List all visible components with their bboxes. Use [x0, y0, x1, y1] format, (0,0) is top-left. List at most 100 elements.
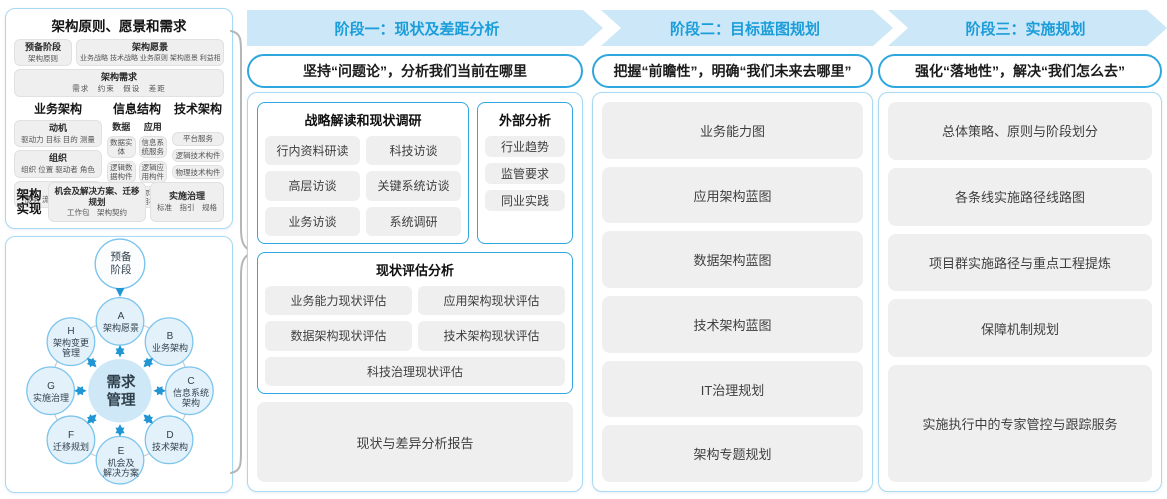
phase1-header-band: 阶段一：现状及差距分析 [247, 10, 603, 46]
center-circle-label: 需求 管理 [106, 374, 136, 409]
prep-circle-label: 预备 阶段 [110, 251, 132, 276]
logical-data-box: 逻辑数据构件 [107, 160, 136, 183]
application-subcolumn: 应用 信息系统服务 逻辑应用构件 物理应用构件 [138, 120, 167, 208]
node-letter: E [117, 446, 125, 458]
architecture-realization-row: 架构实现 机会及解决方案、迁移规划 工作包 架构契约 实施治理 标准 指引 规格 [14, 182, 224, 222]
phase3-content-panel: 总体策略、原则与阶段划分 各条线实施路径线路图 项目群实施路径与重点工程提炼 保… [878, 92, 1162, 492]
panel-title: 架构原则、愿景和需求 [51, 19, 187, 34]
data-subcolumn: 数据 数据实体 逻辑数据构件 物理数据构件 [107, 120, 136, 208]
phase1-content-panel: 战略解读和现状调研 行内资料研读 科技访谈 高层访谈 关键系统访谈 业务访谈 系… [247, 92, 583, 492]
info-system-service-box: 信息系统服务 [138, 135, 167, 158]
external-analysis-title: 外部分析 [498, 113, 551, 128]
arrow-center-h [86, 357, 97, 368]
list-item: 业务能力现状评估 [265, 286, 412, 316]
arrow-center-d [143, 414, 154, 424]
list-item: 架构专题规划 [602, 425, 863, 483]
phase2-subtitle: 把握“前瞻性”，明确“我们未来去哪里” [592, 54, 873, 88]
strategy-research-grid: 行内资料研读 科技访谈 高层访谈 关键系统访谈 业务访谈 系统调研 [265, 136, 461, 236]
list-item: 技术架构蓝图 [602, 296, 863, 353]
governance-body: 标准 指引 规格 [157, 202, 217, 212]
opportunities-migration-box: 机会及解决方案、迁移规划 工作包 架构契约 [48, 182, 146, 222]
node-circle-d [144, 415, 194, 465]
list-item: 业务能力图 [602, 102, 863, 159]
strategy-research-group: 战略解读和现状调研 行内资料研读 科技访谈 高层访谈 关键系统访谈 业务访谈 系… [257, 102, 469, 244]
list-item: 各条线实施路径线路图 [888, 167, 1152, 226]
node-label: 技术架构 [151, 441, 188, 452]
gap-analysis-report-box: 现状与差异分析报告 [257, 402, 573, 482]
node-letter: H [67, 326, 75, 338]
list-item: 同业实践 [485, 190, 565, 211]
phase3-header: 阶段三：实施规划 [965, 20, 1086, 38]
prep-phase-box: 预备阶段 架构原则 [14, 39, 72, 67]
external-analysis-list: 行业趋势 监管要求 同业实践 [485, 136, 565, 236]
list-item: 数据架构蓝图 [602, 231, 863, 289]
list-item: 行内资料研读 [265, 136, 360, 166]
list-item: 高层访谈 [265, 171, 360, 201]
strategy-research-title: 战略解读和现状调研 [304, 113, 422, 128]
node-letter: F [67, 430, 75, 442]
application-header: 应用 [143, 121, 162, 132]
node-letter: G [47, 381, 55, 393]
node-circle-b [144, 317, 194, 367]
list-item: 保障机制规划 [888, 299, 1152, 358]
node-label: 架构愿景 [102, 322, 139, 333]
architecture-principles-panel: 架构原则、愿景和需求 预备阶段 架构原则 架构愿景 业务战略 技术战略 业务原则… [5, 8, 233, 229]
phase2-header-band: 阶段二：目标蓝图规划 [601, 10, 893, 46]
business-architecture-header: 业务架构 [33, 101, 82, 116]
prep-phase-title: 预备阶段 [24, 42, 61, 52]
node-letter: A [117, 311, 125, 323]
arrow-center-b [143, 357, 154, 368]
node-circle-h [46, 317, 96, 367]
motivation-title: 动机 [48, 122, 67, 133]
opportunities-body: 工作包 架构契约 [67, 208, 127, 218]
node-label: 实施治理 [32, 392, 69, 403]
phase3-subtitle: 强化“落地性”，解决“我们怎么去” [878, 54, 1162, 88]
list-item: 行业趋势 [485, 136, 565, 157]
phase1-subtitle: 坚持“问题论”，分析我们当前在哪里 [247, 54, 583, 88]
adm-node-e: E 机会及 解决方案 [95, 438, 147, 486]
adm-cycle-graphic [26, 238, 214, 485]
opportunities-title: 机会及解决方案、迁移规划 [54, 186, 140, 208]
adm-cycle-panel: 预备 阶段 需求 管理 A 架构愿景 B 业务架构 C 信息系统 架构 D 技术… [5, 236, 233, 493]
adm-node-b: B 业务架构 [144, 318, 196, 366]
implementation-governance-box: 实施治理 标准 指引 规格 [150, 182, 224, 222]
platform-service-box: 平台服务 [172, 131, 224, 146]
business-architecture-column: 业务架构 动机 驱动力 目标 目的 测量 组织 组织 位置 驱动者 角色 功能 … [14, 100, 102, 209]
node-label: 迁移规划 [52, 441, 89, 452]
node-circle-f [46, 415, 96, 465]
vision-body: 业务战略 技术战略 业务原则 架构愿景 利益相关者 [80, 54, 220, 62]
information-structure-column: 信息结构 数据 数据实体 逻辑数据构件 物理数据构件 应用 信息系统服务 逻辑应… [107, 100, 167, 208]
list-item: 数据架构现状评估 [265, 321, 412, 351]
adm-node-c: C 信息系统 架构 [165, 368, 217, 416]
logical-app-box: 逻辑应用构件 [138, 160, 167, 183]
data-entity-box: 数据实体 [107, 135, 136, 158]
information-subcolumns: 数据 数据实体 逻辑数据构件 物理数据构件 应用 信息系统服务 逻辑应用构件 物… [107, 120, 167, 208]
list-item: IT治理规划 [602, 360, 863, 418]
motivation-body: 驱动力 目标 目的 测量 [21, 134, 95, 144]
logical-tech-box: 逻辑技术构件 [172, 148, 224, 163]
architecture-requirements-box: 架构需求 需求 约束 假设 差距 [14, 69, 224, 97]
adm-node-h: H 架构变更 管理 [45, 318, 97, 366]
list-item: 技术架构现状评估 [418, 321, 565, 351]
phase1-header: 阶段一：现状及差距分析 [334, 20, 500, 38]
prep-phase-body: 架构原则 [28, 53, 58, 63]
adm-node-g: G 实施治理 [25, 368, 77, 416]
node-letter: B [166, 331, 174, 343]
assessment-grid: 业务能力现状评估 应用架构现状评估 数据架构现状评估 技术架构现状评估 科技治理… [265, 286, 565, 386]
organization-box: 组织 组织 位置 驱动者 角色 [14, 150, 102, 178]
requirements-body: 需求 约束 假设 差距 [72, 84, 166, 94]
external-analysis-group: 外部分析 行业趋势 监管要求 同业实践 [477, 102, 573, 244]
arrow-center-f [86, 414, 97, 424]
governance-title: 实施治理 [168, 191, 205, 202]
phase1-top-row: 战略解读和现状调研 行内资料研读 科技访谈 高层访谈 关键系统访谈 业务访谈 系… [257, 102, 573, 244]
node-label: 架构变更 管理 [52, 337, 89, 358]
list-item: 总体策略、原则与阶段划分 [888, 102, 1152, 160]
list-item: 应用架构蓝图 [602, 166, 863, 224]
phase3-header-band: 阶段三：实施规划 [888, 10, 1167, 46]
information-structure-header: 信息结构 [112, 101, 161, 116]
list-item: 科技访谈 [366, 136, 461, 166]
node-letter: C [187, 376, 195, 388]
organization-body: 组织 位置 驱动者 角色 [21, 165, 95, 174]
node-label: 业务架构 [151, 342, 188, 353]
